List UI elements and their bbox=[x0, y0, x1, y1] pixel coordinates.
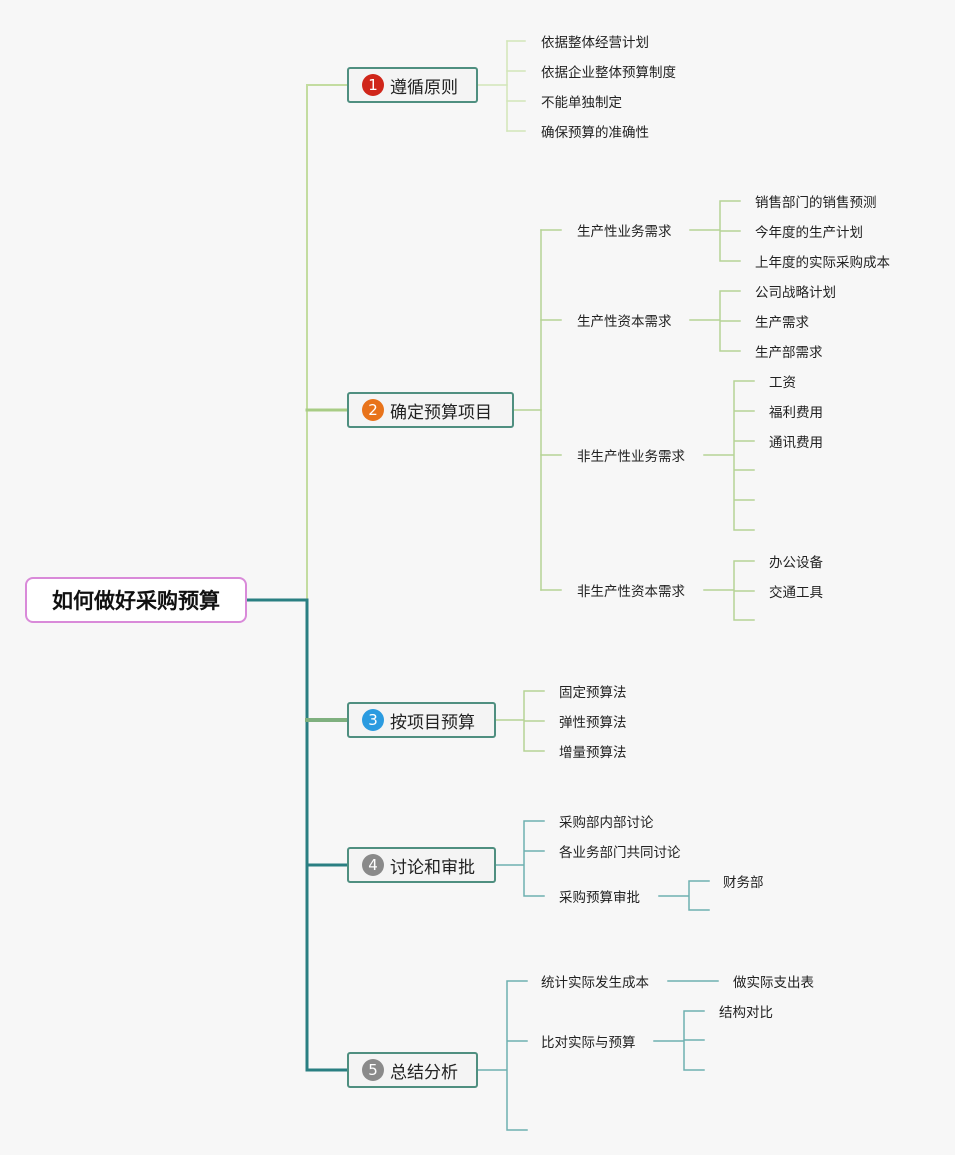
topic-3[interactable]: 3 按项目预算 bbox=[347, 702, 496, 738]
leaf-topic[interactable]: 销售部门的销售预测 bbox=[755, 195, 877, 211]
subtopic[interactable]: 采购预算审批 bbox=[559, 890, 640, 906]
topic-label: 确定预算项目 bbox=[390, 402, 492, 423]
leaf-topic[interactable]: 结构对比 bbox=[719, 1005, 773, 1021]
leaf-topic[interactable]: 福利费用 bbox=[769, 405, 823, 421]
leaf-topic[interactable]: 交通工具 bbox=[769, 585, 823, 601]
subtopic[interactable]: 不能单独制定 bbox=[541, 95, 622, 111]
topic-4[interactable]: 4 讨论和审批 bbox=[347, 847, 496, 883]
leaf-topic[interactable]: 工资 bbox=[769, 375, 796, 391]
subtopic[interactable]: 增量预算法 bbox=[559, 745, 627, 761]
topic-5[interactable]: 5 总结分析 bbox=[347, 1052, 478, 1088]
subtopic[interactable]: 非生产性资本需求 bbox=[577, 584, 685, 600]
topic-label: 按项目预算 bbox=[390, 712, 475, 733]
topic-label: 讨论和审批 bbox=[390, 857, 475, 878]
subtopic[interactable]: 非生产性业务需求 bbox=[577, 449, 685, 465]
subtopic[interactable]: 弹性预算法 bbox=[559, 715, 627, 731]
subtopic[interactable]: 生产性业务需求 bbox=[577, 224, 672, 240]
leaf-topic[interactable]: 生产需求 bbox=[755, 315, 809, 331]
subtopic[interactable]: 依据企业整体预算制度 bbox=[541, 65, 676, 81]
topic-1[interactable]: 1 遵循原则 bbox=[347, 67, 478, 103]
subtopic[interactable]: 生产性资本需求 bbox=[577, 314, 672, 330]
subtopic[interactable]: 采购部内部讨论 bbox=[559, 815, 654, 831]
number-5-badge-icon: 5 bbox=[362, 1059, 384, 1081]
leaf-topic[interactable]: 上年度的实际采购成本 bbox=[755, 255, 890, 271]
subtopic[interactable]: 依据整体经营计划 bbox=[541, 35, 649, 51]
subtopic[interactable]: 确保预算的准确性 bbox=[541, 125, 649, 141]
leaf-topic[interactable]: 通讯费用 bbox=[769, 435, 823, 451]
leaf-topic[interactable]: 生产部需求 bbox=[755, 345, 823, 361]
subtopic[interactable]: 各业务部门共同讨论 bbox=[559, 845, 681, 861]
leaf-topic[interactable]: 办公设备 bbox=[769, 555, 823, 571]
leaf-topic[interactable]: 做实际支出表 bbox=[733, 975, 814, 991]
number-2-badge-icon: 2 bbox=[362, 399, 384, 421]
number-4-badge-icon: 4 bbox=[362, 854, 384, 876]
leaf-topic[interactable]: 财务部 bbox=[723, 875, 764, 891]
topic-label: 遵循原则 bbox=[390, 77, 458, 98]
number-1-badge-icon: 1 bbox=[362, 74, 384, 96]
leaf-topic[interactable]: 今年度的生产计划 bbox=[755, 225, 863, 241]
subtopic[interactable]: 固定预算法 bbox=[559, 685, 627, 701]
number-3-badge-icon: 3 bbox=[362, 709, 384, 731]
subtopic[interactable]: 比对实际与预算 bbox=[541, 1035, 636, 1051]
topic-2[interactable]: 2 确定预算项目 bbox=[347, 392, 514, 428]
root-topic[interactable]: 如何做好采购预算 bbox=[25, 577, 247, 623]
subtopic[interactable]: 统计实际发生成本 bbox=[541, 975, 649, 991]
topic-label: 总结分析 bbox=[390, 1062, 458, 1083]
leaf-topic[interactable]: 公司战略计划 bbox=[755, 285, 836, 301]
